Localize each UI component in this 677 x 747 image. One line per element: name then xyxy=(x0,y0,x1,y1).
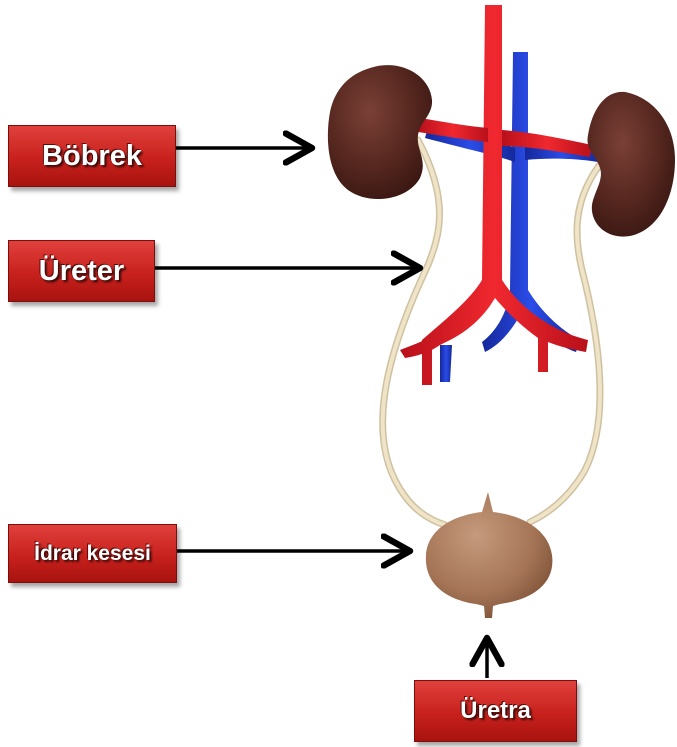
label-ureter-text: Üreter xyxy=(39,255,124,288)
left-kidney xyxy=(328,65,432,199)
label-urethra: Üretra xyxy=(414,680,577,742)
right-kidney xyxy=(587,92,675,237)
label-bladder-text: İdrar kesesi xyxy=(34,542,151,566)
label-ureter: Üreter xyxy=(8,240,155,302)
label-urethra-text: Üretra xyxy=(460,697,531,725)
label-bladder: İdrar kesesi xyxy=(8,524,177,583)
bladder xyxy=(426,492,553,618)
label-kidney: Böbrek xyxy=(8,125,176,187)
label-kidney-text: Böbrek xyxy=(42,140,142,173)
